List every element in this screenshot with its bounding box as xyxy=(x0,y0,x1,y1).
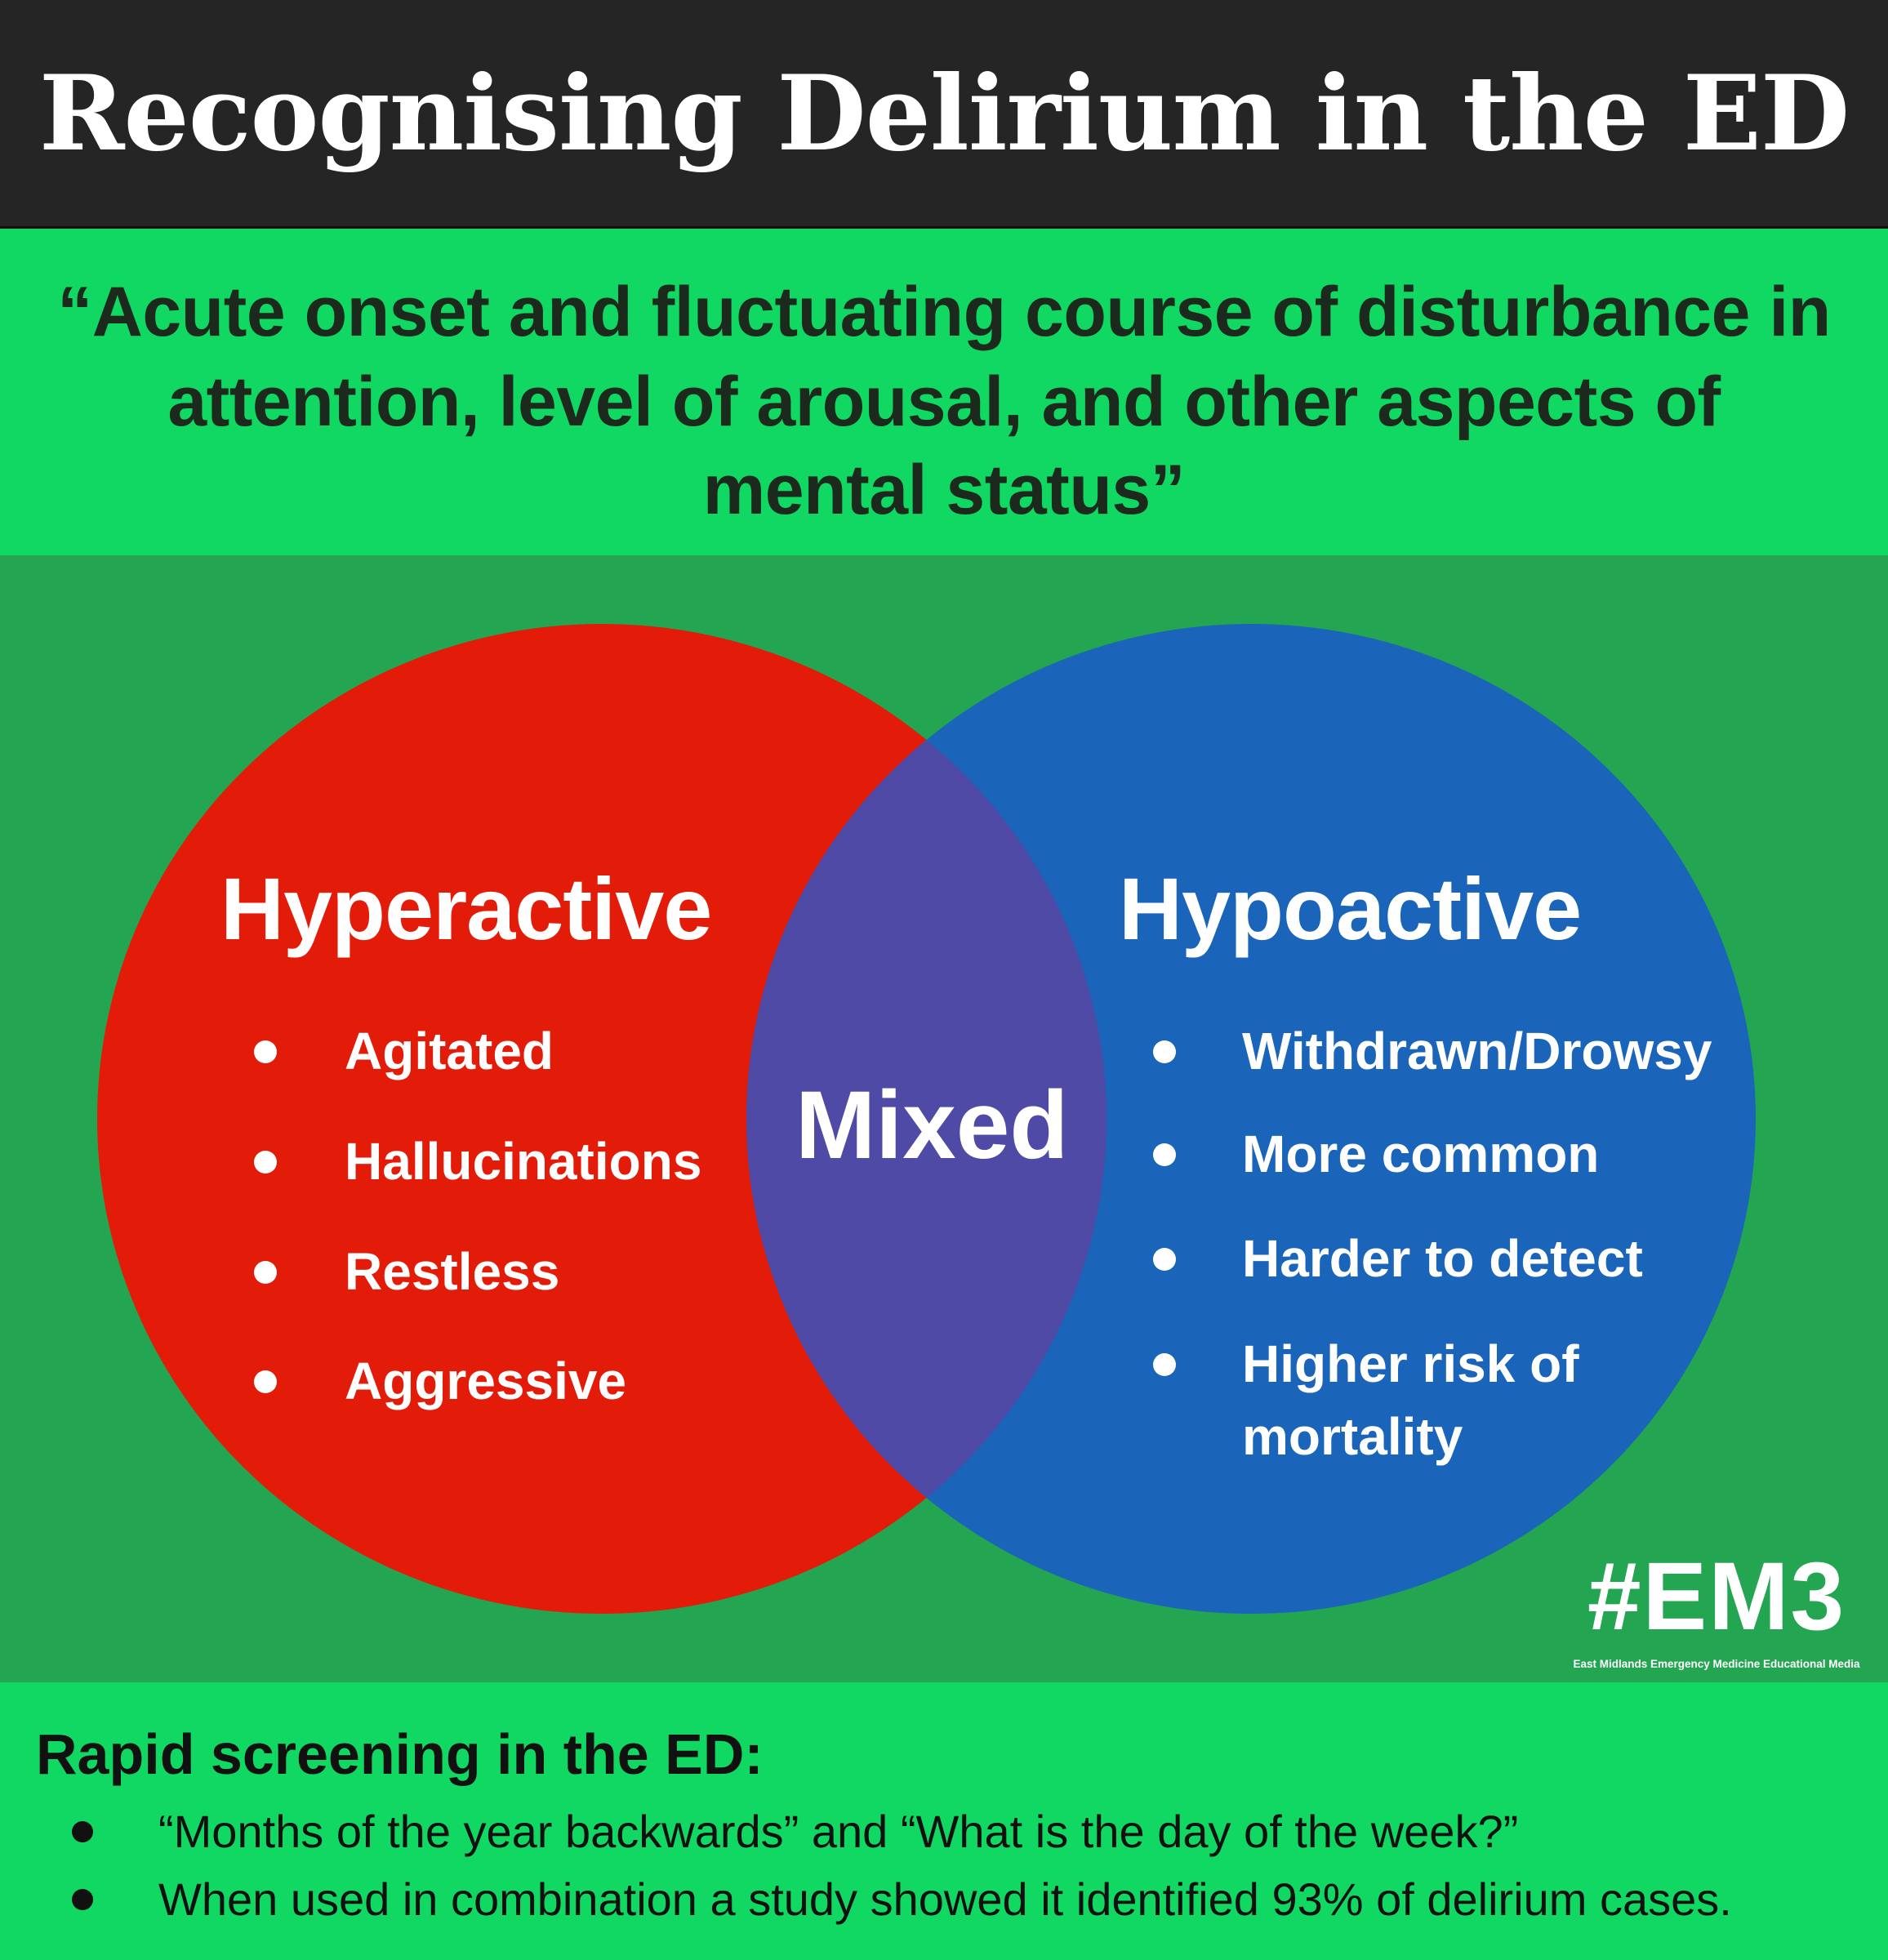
bullet-icon xyxy=(254,1261,277,1284)
screening-bullet: “Months of the year backwards” and “What… xyxy=(158,1806,1519,1857)
bullet-icon xyxy=(72,1821,93,1842)
logo-subtitle: East Midlands Emergency Medicine Educati… xyxy=(1573,1658,1860,1670)
hypoactive-item: Harder to detect xyxy=(1242,1229,1643,1288)
bullet-icon xyxy=(1153,1040,1176,1063)
quote-line: mental status” xyxy=(702,451,1186,529)
bullet-icon xyxy=(1153,1248,1176,1271)
definition-quote-band: “Acute onset and fluctuating course of d… xyxy=(0,229,1888,555)
screening-section: Rapid screening in the ED: “Months of th… xyxy=(0,1682,1888,1960)
hypoactive-item-continued: mortality xyxy=(1242,1407,1463,1466)
quote-line: “Acute onset and fluctuating course of d… xyxy=(57,273,1831,351)
bullet-icon xyxy=(1153,1143,1176,1166)
page-title: Recognising Delirium in the ED xyxy=(38,52,1850,174)
bullet-icon xyxy=(254,1151,277,1174)
hyperactive-item: Agitated xyxy=(345,1022,554,1080)
hyperactive-item: Aggressive xyxy=(345,1352,627,1410)
bullet-icon xyxy=(254,1040,277,1063)
hypoactive-heading: Hypoactive xyxy=(1119,859,1582,958)
hypoactive-item: Withdrawn/Drowsy xyxy=(1242,1022,1712,1080)
screening-bullet: When used in combination a study showed … xyxy=(158,1873,1732,1925)
hyperactive-heading: Hyperactive xyxy=(220,859,712,958)
venn-diagram xyxy=(97,624,1756,1614)
em3-logo: #EM3 East Midlands Emergency Medicine Ed… xyxy=(1570,1539,1864,1672)
bullet-icon xyxy=(254,1370,277,1393)
quote-line: attention, level of arousal, and other a… xyxy=(167,363,1721,441)
logo-mark: #EM3 xyxy=(1587,1543,1846,1650)
bullet-icon xyxy=(72,1889,93,1910)
mixed-overlap xyxy=(746,624,1107,1614)
mixed-label: Mixed xyxy=(795,1071,1069,1179)
bullet-icon xyxy=(1153,1353,1176,1376)
hyperactive-item: Hallucinations xyxy=(345,1132,702,1191)
title-banner: Recognising Delirium in the ED xyxy=(0,0,1888,229)
venn-diagram-band xyxy=(0,555,1888,1682)
hypoactive-item: More common xyxy=(1242,1125,1600,1183)
hypoactive-item: Higher risk of xyxy=(1242,1334,1579,1393)
screening-title: Rapid screening in the ED: xyxy=(36,1722,764,1786)
hyperactive-item: Restless xyxy=(345,1242,560,1301)
